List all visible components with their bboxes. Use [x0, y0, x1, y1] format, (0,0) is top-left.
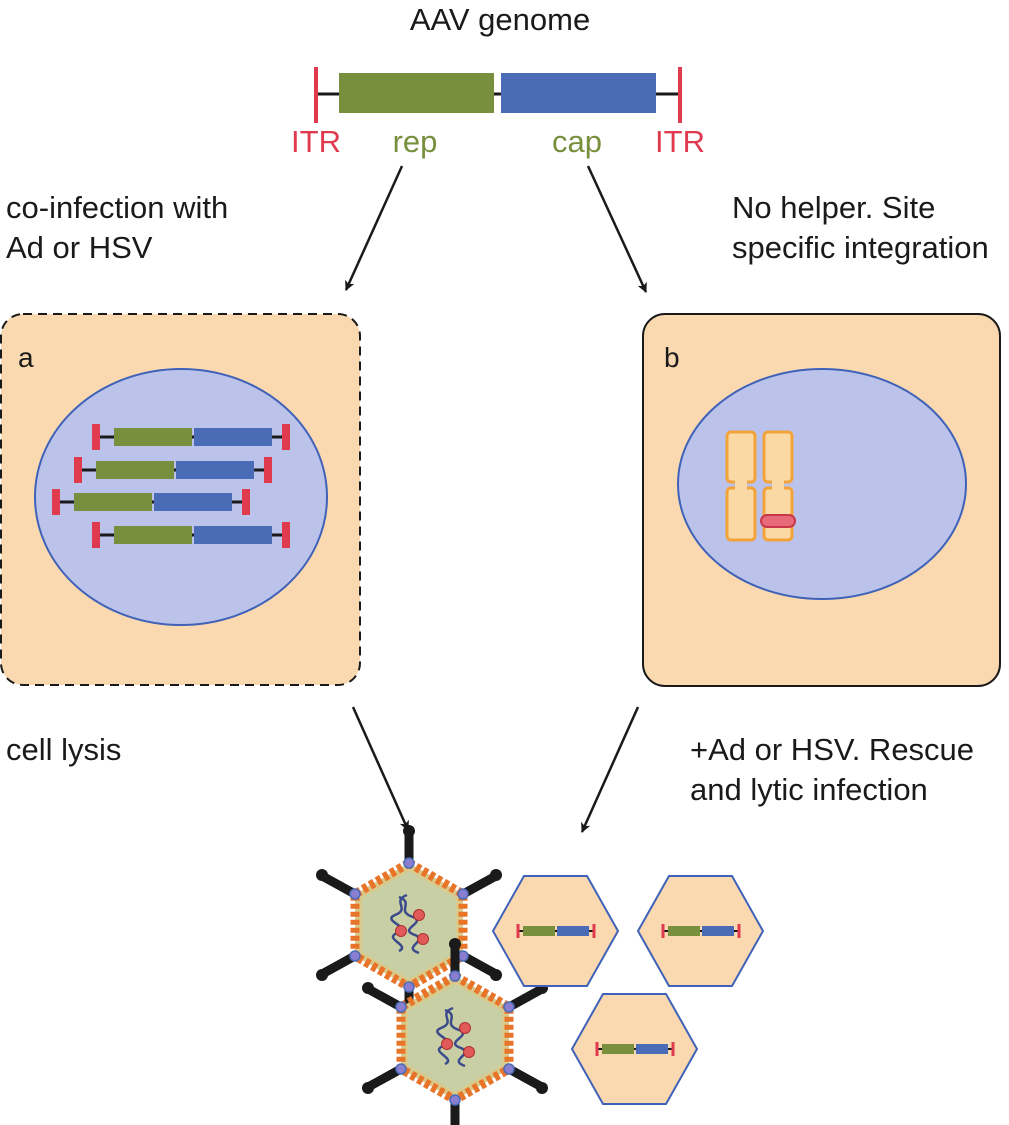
right-bottom-caption-line1: +Ad or HSV. Rescue [690, 732, 974, 767]
arrow-from-panel-b [580, 706, 640, 833]
left-bottom-caption: cell lysis [6, 732, 121, 767]
diagram-title: AAV genome [410, 2, 590, 37]
panel-b-nucleus [677, 368, 967, 600]
cap-gene-block [501, 73, 656, 113]
rep-label: rep [393, 124, 438, 159]
itr-left-label: ITR [291, 124, 341, 159]
panel-b-cell: b [642, 313, 1001, 687]
left-top-caption-line1: co-infection with [6, 190, 228, 225]
rep-gene-block [339, 73, 494, 113]
right-bottom-caption-line2: and lytic infection [690, 772, 928, 807]
aav-virion-3 [570, 993, 699, 1105]
arrow-to-panel-a [344, 165, 404, 291]
arrow-from-panel-a [351, 706, 410, 831]
panel-a-letter: a [18, 342, 34, 373]
cap-label: cap [552, 124, 602, 159]
integrated-aav-site [760, 514, 796, 528]
itr-right-label: ITR [655, 124, 705, 159]
left-top-caption-line2: Ad or HSV [6, 230, 153, 265]
aav-virion-2 [636, 875, 765, 987]
right-top-caption-line2: specific integration [732, 230, 989, 265]
aav-genome-bar [314, 67, 682, 123]
aav-virion-1 [491, 875, 620, 987]
arrow-to-panel-b [586, 165, 648, 293]
panel-a-cell: a [0, 313, 361, 686]
panel-b-letter: b [664, 342, 680, 373]
right-top-caption-line1: No helper. Site [732, 190, 935, 225]
